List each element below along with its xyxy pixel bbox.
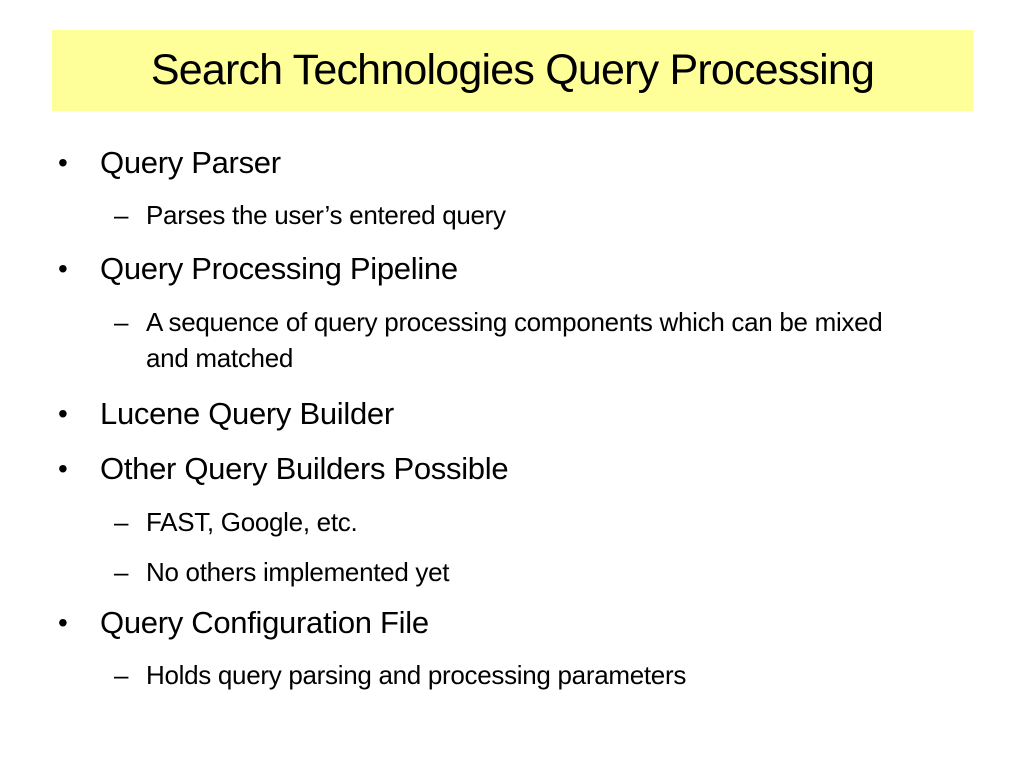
dash-icon: – — [114, 660, 129, 690]
sub-item-text: Holds query parsing and processing param… — [146, 660, 687, 690]
bullet-text: Query Configuration File — [100, 605, 429, 640]
bullet-icon: • — [58, 253, 68, 284]
dash-icon: – — [114, 507, 129, 537]
bullet-text: Lucene Query Builder — [100, 396, 394, 431]
bullet-text: Query Parser — [100, 145, 281, 180]
dash-icon: – — [114, 200, 129, 230]
sub-item-text: Parses the user’s entered query — [146, 200, 506, 230]
bullet-text: Query Processing Pipeline — [100, 251, 458, 286]
sub-item-sequence-components: – A sequence of query processing compone… — [114, 304, 926, 376]
sub-item-text: A sequence of query processing component… — [146, 307, 883, 373]
bullet-item-query-parser: • Query Parser — [58, 146, 281, 180]
bullet-icon: • — [58, 453, 68, 484]
bullet-item-query-processing-pipeline: • Query Processing Pipeline — [58, 252, 458, 286]
sub-item-text: No others implemented yet — [146, 557, 450, 587]
bullet-item-query-configuration-file: • Query Configuration File — [58, 606, 429, 640]
sub-item-no-others-yet: – No others implemented yet — [114, 554, 926, 590]
bullet-text: Other Query Builders Possible — [100, 451, 509, 486]
bullet-icon: • — [58, 607, 68, 638]
bullet-icon: • — [58, 147, 68, 178]
bullet-item-lucene-query-builder: • Lucene Query Builder — [58, 397, 394, 431]
sub-item-text: FAST, Google, etc. — [146, 507, 358, 537]
sub-item-parses-query: – Parses the user’s entered query — [114, 197, 926, 233]
slide-title: Search Technologies Query Processing — [150, 46, 875, 94]
dash-icon: – — [114, 557, 129, 587]
bullet-item-other-query-builders: • Other Query Builders Possible — [58, 451, 509, 486]
sub-item-holds-parameters: – Holds query parsing and processing par… — [114, 657, 926, 693]
sub-item-fast-google: – FAST, Google, etc. — [114, 504, 926, 540]
dash-icon: – — [114, 307, 129, 337]
bullet-icon: • — [58, 398, 68, 429]
title-box: Search Technologies Query Processing — [52, 30, 973, 111]
